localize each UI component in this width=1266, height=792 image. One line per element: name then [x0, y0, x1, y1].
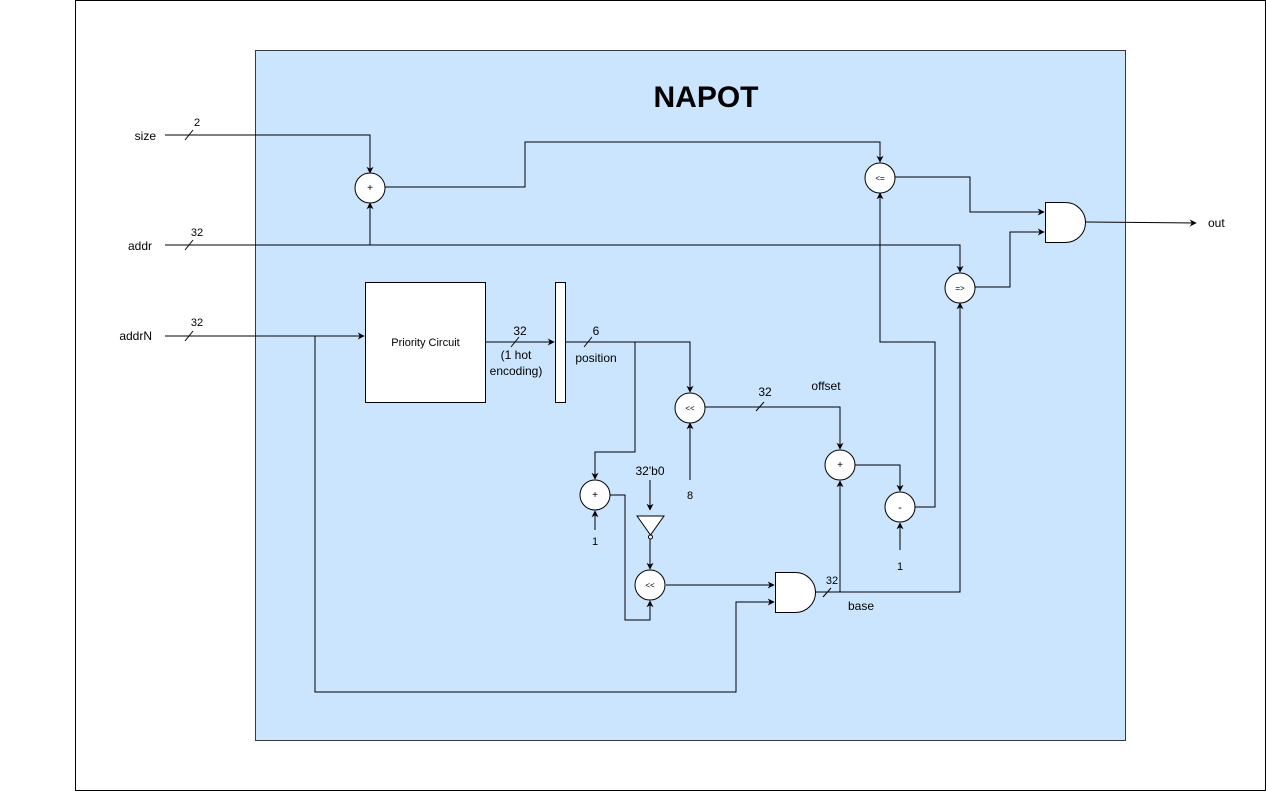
- onehot-width: 32: [513, 324, 527, 338]
- const-zero-label: 32'b0: [636, 464, 665, 478]
- onehot-label-line1: (1 hot: [501, 348, 532, 362]
- wire-addr: [165, 244, 964, 273]
- and-gate-base: [775, 572, 816, 613]
- wire-le-to-and: [895, 176, 1045, 216]
- mask-shifter-symbol: <<: [645, 581, 655, 590]
- const-1a-label: 1: [592, 536, 598, 548]
- priority-circuit-block: [365, 282, 486, 403]
- wire-upper-bound: [876, 192, 936, 508]
- const-8-label: 8: [687, 490, 693, 502]
- wire-sum-to-sub: [855, 464, 904, 492]
- offset-label: offset: [811, 379, 841, 393]
- offset-adder: +: [824, 449, 856, 481]
- and-gate-output: [1045, 202, 1086, 243]
- bus-slash-onehot: [510, 336, 520, 348]
- position-shifter: <<: [674, 392, 706, 424]
- ge-comparator: =>: [944, 272, 976, 304]
- wire-ge-to-and: [975, 228, 1045, 288]
- bus-slash-addr: [184, 239, 194, 251]
- position-adder-symbol: +: [592, 490, 598, 501]
- size-adder: +: [354, 172, 386, 204]
- mask-shifter: <<: [634, 569, 666, 601]
- wires: [165, 129, 1197, 693]
- wire-offset: [705, 406, 844, 450]
- position-shifter-symbol: <<: [685, 404, 695, 413]
- bus-slash-offset: [755, 401, 765, 412]
- position-adder: +: [579, 479, 611, 511]
- ge-comparator-symbol: =>: [955, 284, 965, 293]
- bus-slash-addrN: [184, 330, 194, 342]
- wire-shift-amount: [610, 494, 654, 621]
- not-gate-bubble: [648, 534, 653, 540]
- offset-adder-symbol: +: [837, 460, 843, 471]
- subtractor-symbol: -: [898, 502, 902, 514]
- module-title: NAPOT: [654, 81, 759, 114]
- priority-circuit-label: Priority Circuit: [391, 337, 459, 349]
- input-size-label: size: [135, 129, 157, 143]
- offset-width: 32: [758, 385, 772, 399]
- bus-slash-size: [184, 129, 194, 141]
- wire-size: [165, 134, 374, 174]
- le-comparator-symbol: <=: [875, 174, 885, 183]
- bus-slash-base: [822, 587, 832, 598]
- output-out-label: out: [1208, 216, 1225, 230]
- wire-addrN-to-and: [314, 336, 775, 693]
- base-width: 32: [826, 575, 838, 587]
- base-label: base: [848, 599, 874, 613]
- input-addrN-width: 32: [191, 317, 203, 329]
- not-gate: [636, 515, 665, 536]
- bus-slash-position: [583, 336, 593, 348]
- subtractor: -: [884, 491, 916, 523]
- wire-position-to-adder: [591, 342, 636, 480]
- size-adder-symbol: +: [367, 183, 373, 194]
- input-addrN-label: addrN: [119, 329, 152, 343]
- le-comparator: <=: [864, 162, 896, 194]
- onehot-label-line2: encoding): [490, 364, 543, 378]
- input-addr-label: addr: [128, 239, 152, 253]
- wire-base: [815, 302, 964, 593]
- wire-position: [565, 341, 694, 393]
- input-addr-width: 32: [191, 227, 203, 239]
- position-label: position: [575, 351, 616, 365]
- wire-out: [1085, 219, 1197, 227]
- encoder-bar: [555, 282, 566, 403]
- input-size-width: 2: [194, 117, 200, 129]
- position-width: 6: [593, 324, 600, 338]
- const-1b-label: 1: [897, 561, 903, 573]
- wire-size-sum: [385, 141, 884, 188]
